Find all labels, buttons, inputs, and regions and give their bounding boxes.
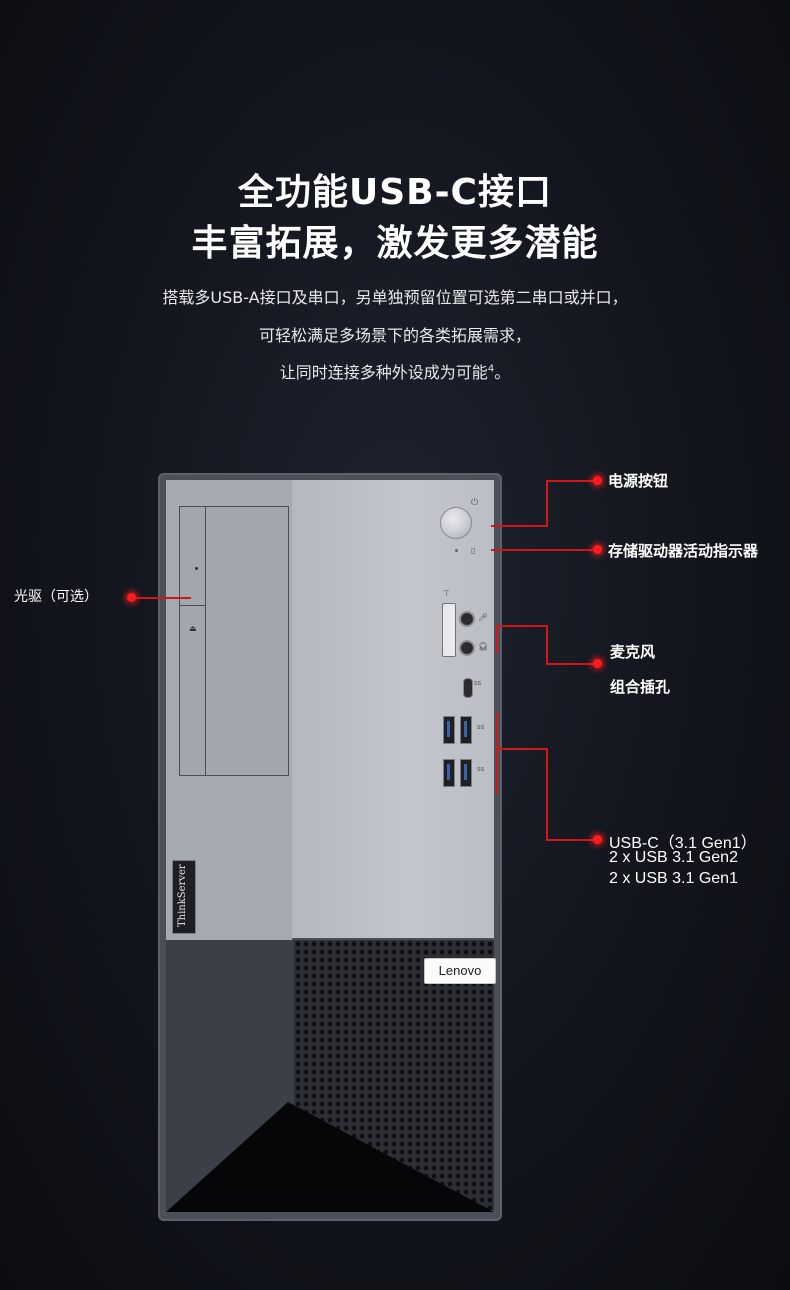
ports-callout-line <box>496 712 498 794</box>
mic-label-line-2: 组合插孔 <box>610 678 671 696</box>
power-callout-line <box>546 480 548 527</box>
headphone-jack <box>459 640 475 656</box>
optical-drive-bay <box>179 506 289 776</box>
description-line-3-end: 。 <box>494 363 511 382</box>
optical-callout-dot <box>127 593 136 602</box>
usb-c-ss-icon: ss <box>474 679 482 687</box>
description-line-2: 可轻松满足多场景下的各类拓展需求， <box>258 326 531 345</box>
microphone-icon: 🎤︎ <box>478 613 489 622</box>
power-callout-line <box>546 480 596 482</box>
mic-label-line-1: 麦克风 <box>610 643 656 661</box>
mic-callout-line <box>496 625 498 653</box>
storage-callout-dot <box>593 545 602 554</box>
thinkserver-badge <box>172 860 196 934</box>
description-line-3-text: 让同时连接多种外设成为可能 <box>279 363 488 382</box>
usb-ss-icon: ss <box>477 723 485 731</box>
lenovo-logo: Lenovo <box>424 958 496 984</box>
usb-a-port <box>443 759 455 787</box>
activity-led <box>455 549 458 552</box>
front-panel-right <box>292 480 494 938</box>
headline-line-2: 丰富拓展，激发更多潜能 <box>191 223 599 264</box>
ports-label-line-2: 2 x USB 3.1 Gen2 <box>609 849 738 866</box>
usb-a-port <box>460 759 472 787</box>
headline-line-1: 全功能USB-C接口 <box>238 172 552 213</box>
usb-c-port <box>463 678 473 698</box>
usb-a-port <box>443 716 455 744</box>
base-triangle <box>166 1100 494 1212</box>
storage-callout-line <box>491 549 593 551</box>
power-icon: ⏻ <box>471 498 479 508</box>
card-reader-icon: ⊤ <box>443 589 450 598</box>
drive-activity-icon: ▯ <box>471 546 476 555</box>
ports-callout-line <box>546 748 548 841</box>
optical-drive-led <box>195 567 198 570</box>
optical-drive-button-line <box>179 605 206 606</box>
thinkserver-badge-text: ThinkServer <box>177 864 188 928</box>
power-button <box>440 507 472 539</box>
ports-callout-line <box>496 748 546 750</box>
optical-drive-label: 光驱（可选） <box>14 589 98 605</box>
ports-label-line-3: 2 x USB 3.1 Gen1 <box>609 870 738 887</box>
ports-label-line-1: USB-C（3.1 Gen1） <box>609 835 757 852</box>
description-line-1: 搭载多USB-A接口及串口，另单独预留位置可选第二串口或并口， <box>162 288 628 307</box>
usb-ss-icon: ss <box>477 765 485 773</box>
power-callout-line <box>491 525 546 527</box>
usb-a-port <box>460 716 472 744</box>
eject-icon: ⏏ <box>189 624 197 633</box>
optical-drive-divider <box>205 506 206 776</box>
footnote-marker: 4 <box>487 363 495 375</box>
power-button-label: 电源按钮 <box>608 472 669 490</box>
description-line-3: 让同时连接多种外设成为可能4。 <box>0 359 790 383</box>
power-callout-dot <box>593 476 602 485</box>
microphone-jack <box>459 611 475 627</box>
mic-callout-line <box>546 663 594 665</box>
storage-indicator-label: 存储驱动器活动指示器 <box>608 542 759 560</box>
mic-callout-line <box>496 625 546 627</box>
ports-callout-dot <box>593 835 602 844</box>
headphone-icon: 🎧︎ <box>478 642 489 651</box>
mic-callout-dot <box>593 659 602 668</box>
optical-callout-line <box>136 597 191 599</box>
card-reader-slot <box>442 603 456 657</box>
ports-callout-line <box>546 839 594 841</box>
mic-callout-line <box>546 625 548 665</box>
